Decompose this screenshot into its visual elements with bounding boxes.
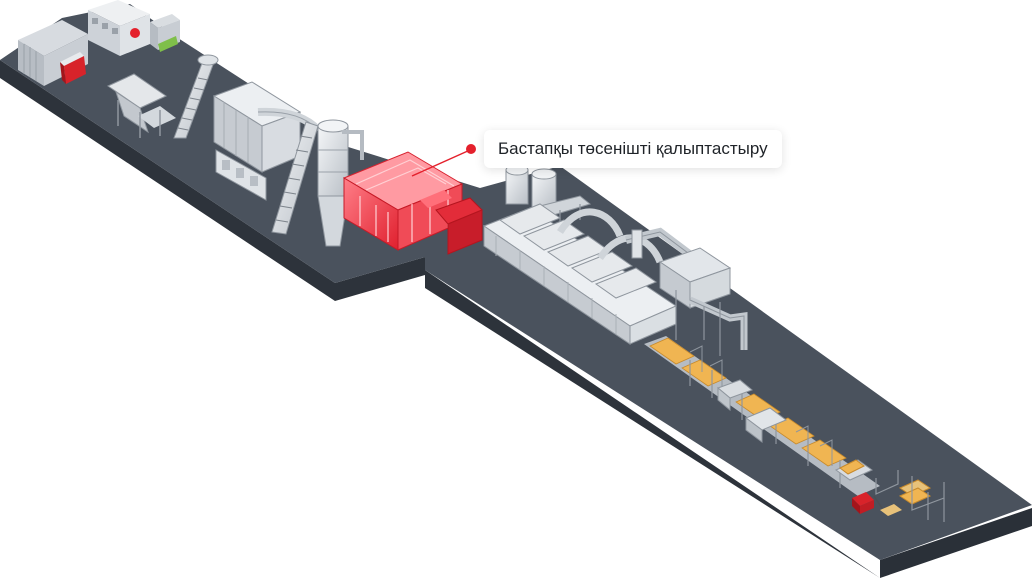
packing-area: [835, 459, 945, 522]
forklift: [852, 492, 902, 516]
floor-side: [0, 60, 335, 301]
red-truck: [60, 52, 86, 84]
forming-station-highlight[interactable]: [342, 151, 483, 255]
brand-logo: [130, 28, 140, 38]
hot-press-line: [482, 203, 703, 345]
floor-side-right: [335, 257, 425, 301]
office-building: [88, 0, 180, 56]
callout-label: Бастапқы төсеніштi қалыптастыру: [498, 139, 768, 158]
inclined-conveyor-1: [173, 54, 219, 139]
duct-structure: [658, 247, 748, 356]
board-conveyor: [644, 336, 880, 496]
dryer-block: [212, 81, 321, 201]
cyclone-silo: [317, 119, 364, 247]
floor-top: [0, 4, 1032, 560]
callout-dot[interactable]: [466, 144, 476, 154]
callout-pointer: [411, 144, 476, 177]
floor-side-end: [880, 508, 1032, 578]
hopper-station: [106, 73, 176, 138]
stage-callout[interactable]: Бастапқы төсеніштi қалыптастыру: [484, 130, 782, 168]
floor-side-lower: [425, 270, 880, 578]
